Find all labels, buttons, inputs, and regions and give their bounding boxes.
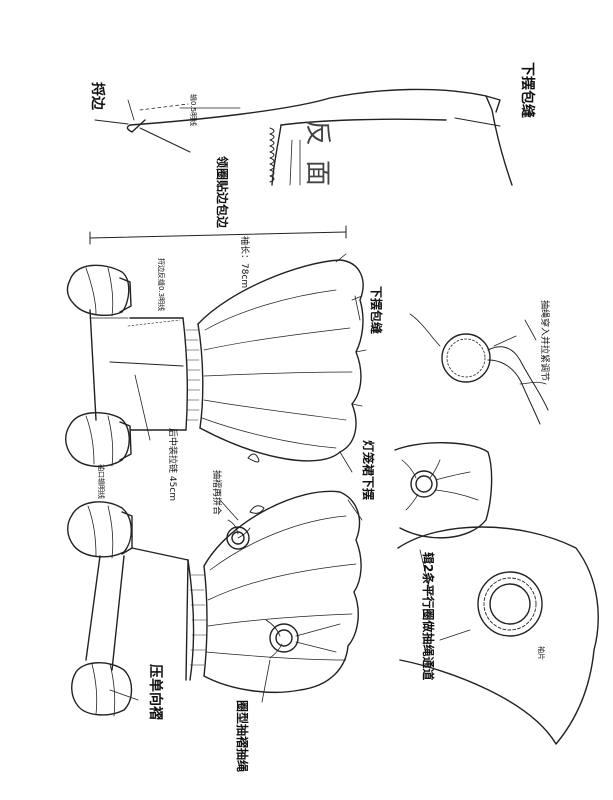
- label-edge-fold-03: 捋边反缝0.3明线: [157, 258, 165, 312]
- label-ring-drawstring: 圈型抽褶抽绳: [235, 700, 249, 773]
- label-parallel-circles: 辑2条平行圈做抽绳通道: [421, 552, 435, 681]
- label-sleeve-piece: 袖片: [537, 646, 545, 660]
- label-hem-binding-top: 下摆包缝: [519, 62, 535, 118]
- back-view-dress: [65, 253, 367, 467]
- label-sleeve-length: 袖长：78cm: [239, 236, 249, 289]
- label-hem-edge: 捋边: [89, 82, 105, 110]
- sleeve-piece-detail: [397, 526, 599, 745]
- label-stitch-05: 辑0.5明线: [189, 94, 197, 127]
- label-collar-bind: 领圈贴边包边: [215, 156, 229, 229]
- label-reverse-side: 反面: [302, 120, 332, 201]
- label-lantern-hem: 灯笼裙下摆: [361, 440, 375, 501]
- front-view-dress: [67, 490, 362, 717]
- label-hem-binding: 下摆包缝: [369, 286, 383, 335]
- label-single-pleat: 压单向褶: [147, 664, 163, 720]
- label-drawstring-through: 抽绳穿入并拉紧调节: [539, 300, 549, 382]
- label-pleat-join: 抽褶再拼合: [211, 470, 221, 516]
- label-cuff-stitch: 袖口辑明线: [97, 464, 105, 499]
- label-back-zipper: 后中装拉链 45cm: [167, 428, 177, 502]
- reverse-side-detail: [126, 88, 513, 186]
- drawstring-circle-detail: [409, 313, 549, 425]
- pleat-circle-detail: [394, 442, 493, 539]
